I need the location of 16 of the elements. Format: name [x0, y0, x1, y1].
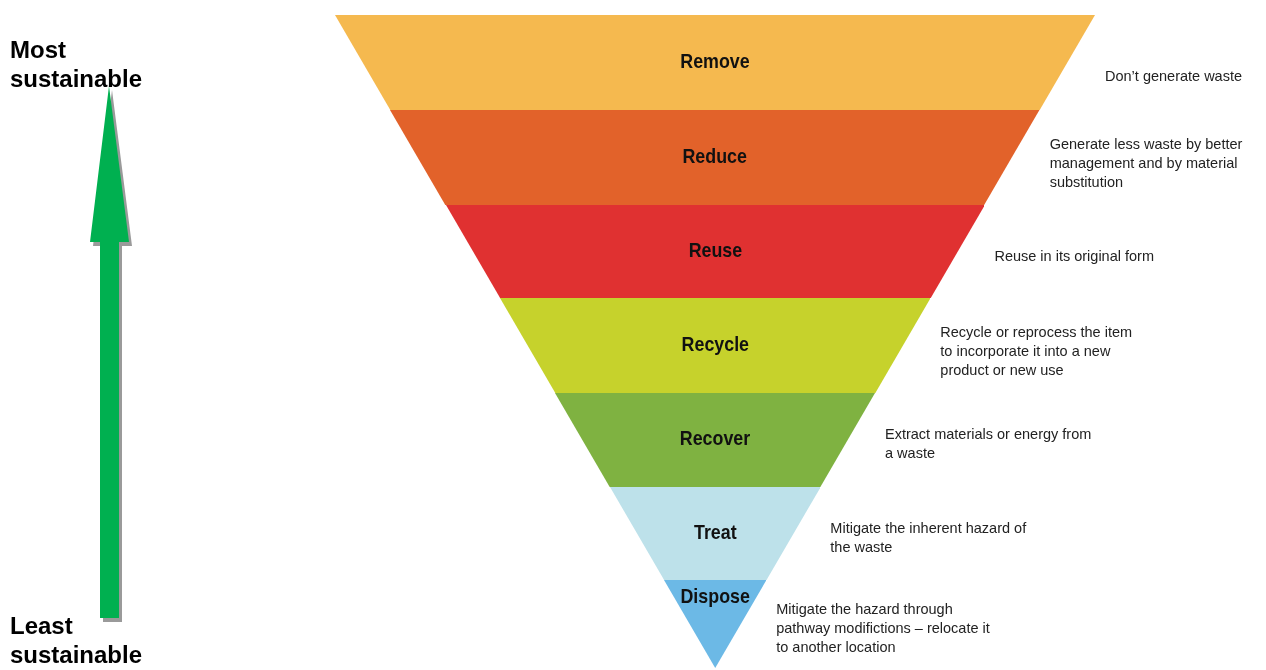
band-description: Reuse in its original form	[994, 247, 1155, 266]
band-label: Treat	[692, 519, 738, 544]
band-description: Recycle or reprocess the item to incorporate it into a new product or new use	[940, 323, 1134, 380]
axis-label: Least sustainable	[10, 612, 144, 670]
band-description: Mitigate the hazard through pathway modifictions – relocate it to another location	[776, 600, 991, 657]
band-description: Extract materials or energy from a waste	[885, 425, 1093, 463]
band-description: Mitigate the inherent hazard of the waste	[830, 519, 1028, 557]
band-description: Don’t generate waste	[1105, 67, 1244, 86]
band-label: Reduce	[681, 143, 749, 168]
band-label: Dispose	[679, 584, 751, 608]
band-label: Recycle	[680, 331, 750, 356]
band-label: Reuse	[687, 237, 743, 262]
band-label: Remove	[679, 48, 751, 73]
axis-label: Most sustainable	[10, 36, 144, 94]
band-description: Generate less waste by better management and by material substitution	[1049, 135, 1244, 192]
band-label: Recover	[678, 426, 752, 450]
